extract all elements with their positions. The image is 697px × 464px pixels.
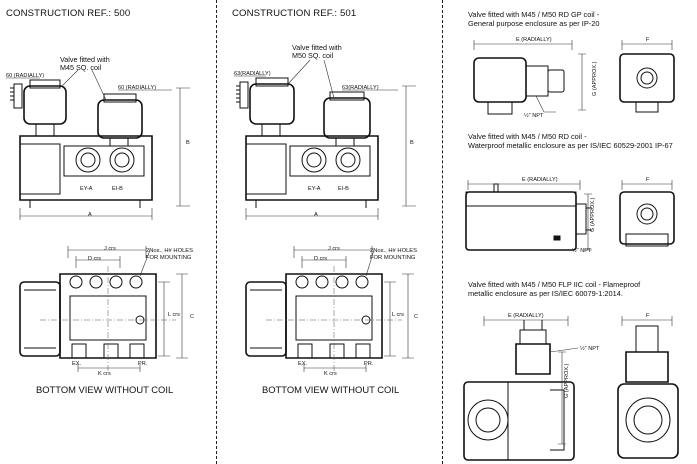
front-view-500: [0, 0, 216, 230]
bottom-view-500: [0, 236, 216, 386]
dim-D: D crs: [314, 256, 328, 262]
dim-B: B: [410, 140, 414, 146]
construction-501-panel: CONSTRUCTION REF.: 501 Valve fitted with…: [224, 0, 440, 464]
wp-dim-E: E (RADIALLY): [522, 177, 558, 183]
construction-500-panel: CONSTRUCTION REF.: 500 Valve fitted with…: [0, 0, 216, 464]
flp-dim-E: E (RADIALLY): [508, 313, 544, 319]
valve-note-501: Valve fitted with M50 SQ. coil: [292, 43, 342, 61]
dim-L: L crs: [392, 312, 404, 318]
dim-K: K crs: [98, 371, 111, 377]
gp-dim-F: F: [646, 37, 650, 43]
front-view-501: [224, 0, 440, 230]
port-pr: PR.: [364, 361, 374, 367]
dim-K: K crs: [324, 371, 337, 377]
wp-dim-F: F: [646, 177, 650, 183]
dim-A: A: [314, 212, 318, 218]
port-ex: EX.: [298, 361, 308, 367]
construction-500-heading: CONSTRUCTION REF.: 500: [6, 8, 131, 19]
flp-dim-F: F: [646, 313, 650, 319]
gp-coil-drawing: [450, 36, 697, 126]
left-coil-radial-dim: 63(RADIALLY): [234, 71, 271, 77]
right-coil-radial-dim: 63(RADIALLY): [342, 85, 379, 91]
bottom-view-caption-501: BOTTOM VIEW WITHOUT COIL: [262, 384, 400, 395]
dim-L: L crs: [168, 312, 180, 318]
dim-C: C: [414, 314, 419, 320]
port-label-b: EI-B: [112, 186, 123, 192]
mounting-holes-note: 2Nos., H# HOLES FOR MOUNTING: [370, 248, 418, 261]
gp-npt-label: ½" NPT: [524, 113, 544, 119]
dim-B: B: [186, 140, 190, 146]
flp-coil-title: Valve fitted with M45 / M50 FLP IIC coil…: [468, 280, 641, 298]
bottom-view-501: [224, 236, 440, 386]
wp-coil-drawing: [450, 176, 697, 256]
dim-A: A: [88, 212, 92, 218]
dim-C: C: [190, 314, 195, 320]
gp-coil-title: Valve fitted with M45 / M50 RD GP coil -…: [468, 10, 600, 28]
mounting-holes-note: 2Nos., H# HOLES FOR MOUNTING: [146, 248, 194, 261]
port-ex: EX.: [72, 361, 82, 367]
construction-501-heading: CONSTRUCTION REF.: 501: [232, 8, 357, 19]
wp-coil-title: Valve fitted with M45 / M50 RD coil - Wa…: [468, 132, 673, 150]
dim-D: D crs: [88, 256, 102, 262]
port-label-a: EY-A: [308, 186, 321, 192]
flp-npt-label: ½" NPT: [580, 346, 600, 352]
left-coil-radial-dim: 60 (RADIALLY): [6, 73, 45, 79]
port-label-a: EY-A: [80, 186, 93, 192]
dim-J: J crs: [328, 246, 340, 252]
wp-npt-label: ½" NPT: [572, 248, 592, 254]
flp-coil-drawing: [450, 312, 697, 462]
coil-options-panel: Valve fitted with M45 / M50 RD GP coil -…: [450, 0, 697, 464]
dim-J: J crs: [104, 246, 116, 252]
section-divider-left: [216, 0, 217, 464]
bottom-view-caption-500: BOTTOM VIEW WITHOUT COIL: [36, 384, 174, 395]
port-label-b: EI-B: [338, 186, 349, 192]
gp-dim-E: E (RADIALLY): [516, 37, 552, 43]
section-divider-right: [442, 0, 443, 464]
valve-note-500: Valve fitted with M45 SQ. coil: [60, 55, 110, 73]
right-coil-radial-dim: 60 (RADIALLY): [118, 85, 157, 91]
port-pr: PR.: [138, 361, 148, 367]
